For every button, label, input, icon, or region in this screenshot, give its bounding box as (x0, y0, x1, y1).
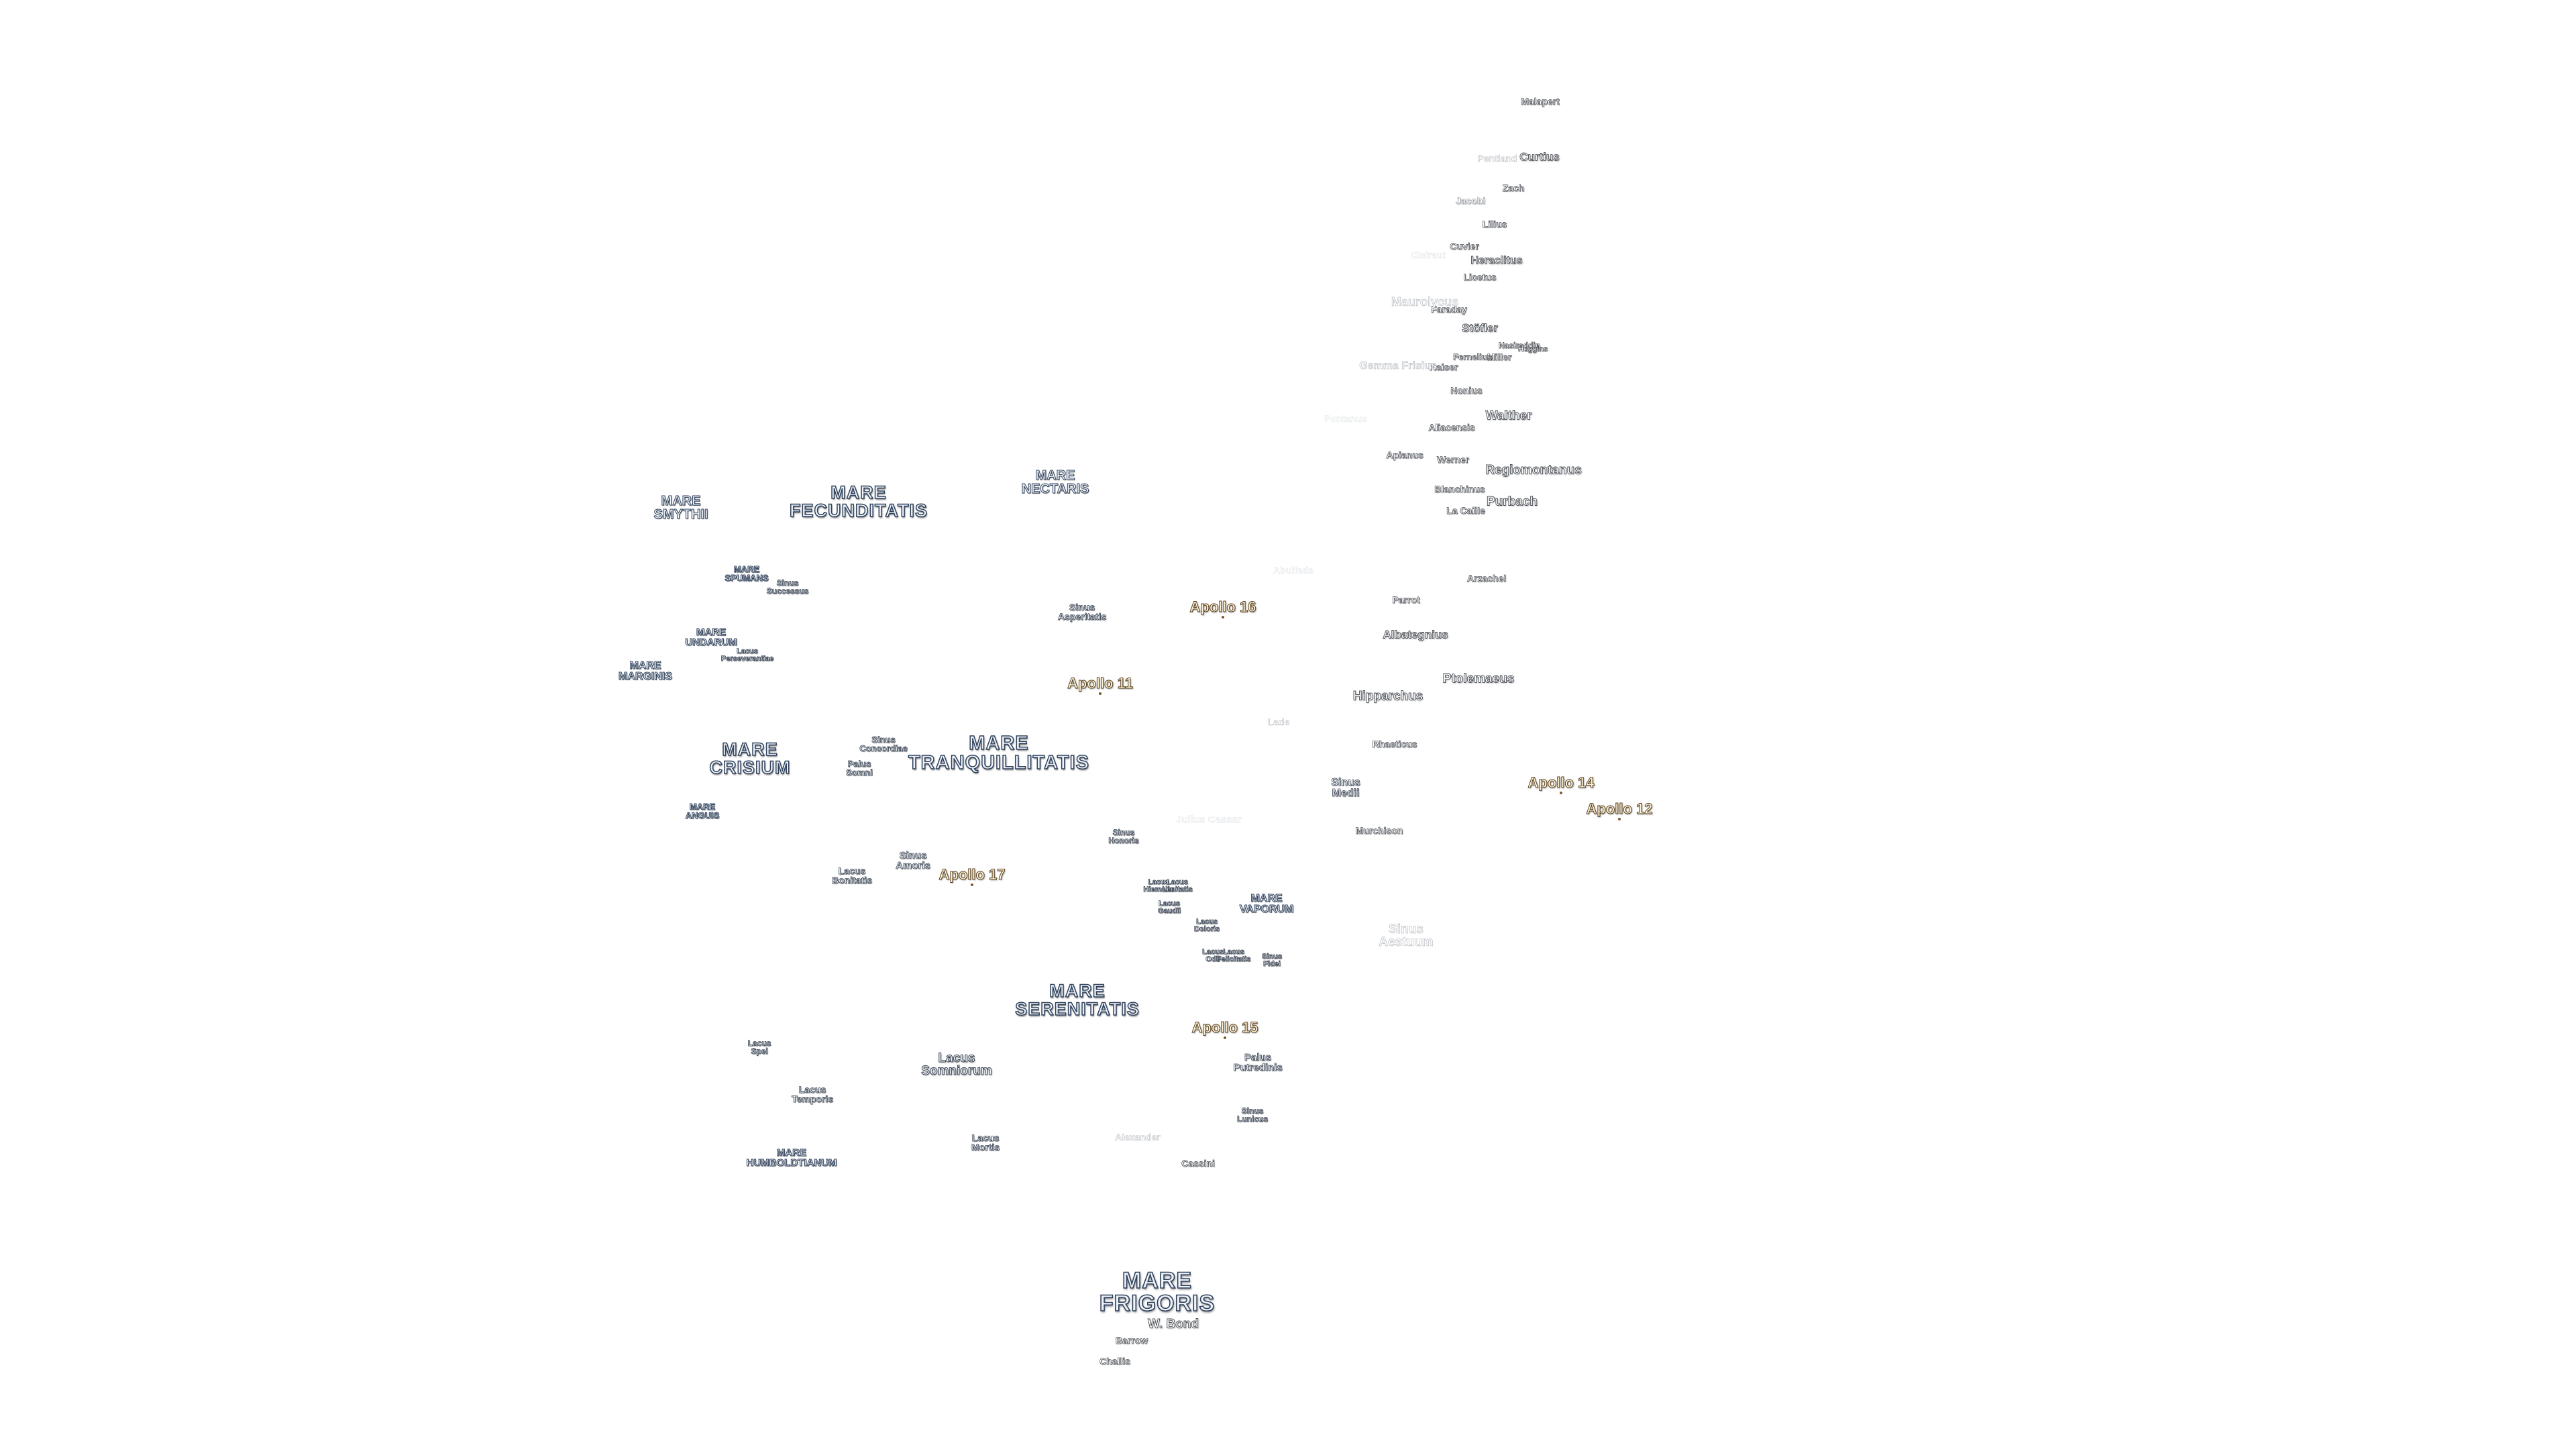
label-lacus-odii[interactable]: Lacus Odii (1202, 948, 1224, 963)
label-maurolycus[interactable]: Maurolycus (1391, 295, 1459, 309)
label-huggins[interactable]: Huggins (1518, 345, 1548, 354)
label-mare-anguis[interactable]: MARE ANGUIS (685, 802, 720, 820)
label-lacus-hiemalis[interactable]: Lacus Hiemalis (1143, 878, 1174, 894)
label-sinus-aestuum[interactable]: Sinus Aestuum (1379, 922, 1434, 949)
apollo-17-marker[interactable] (971, 883, 973, 886)
label-miller[interactable]: Miller (1487, 352, 1512, 362)
label-rhaeticus[interactable]: Rhaeticus (1372, 739, 1417, 749)
label-mare-tranquillitatis[interactable]: MARE TRANQUILLITATIS (908, 733, 1090, 773)
label-stofler[interactable]: Stöfler (1462, 321, 1499, 335)
label-parrot[interactable]: Parrot (1392, 594, 1420, 605)
label-sinus-amoris[interactable]: Sinus Amoris (896, 850, 930, 871)
label-lacus-perseverantiae[interactable]: Lacus Perseverantiae (720, 647, 774, 663)
label-aliacensis[interactable]: Aliacensis (1428, 422, 1475, 433)
label-mare-spumans[interactable]: MARE SPUMANS (724, 564, 769, 583)
label-lacus-bonitatis[interactable]: Lacus Bonitatis (832, 865, 873, 885)
label-apollo-16[interactable]: Apollo 16 (1189, 598, 1256, 615)
label-mare-serenitatis[interactable]: MARE SERENITATIS (1014, 981, 1140, 1019)
label-curtius[interactable]: Curtius (1519, 150, 1560, 164)
label-lilius[interactable]: Lilius (1482, 219, 1507, 229)
label-mare-undarum[interactable]: MARE UNDARUM (685, 627, 737, 648)
label-jacobi[interactable]: Jacobi (1455, 195, 1486, 206)
label-nasireddin[interactable]: Nasireddin (1498, 341, 1541, 350)
label-sinus-asperitatis[interactable]: Sinus Asperitatis (1057, 602, 1107, 622)
label-faraday[interactable]: Faraday (1431, 304, 1467, 315)
label-pentland[interactable]: Pentland (1477, 153, 1517, 164)
label-blanchinus[interactable]: Blanchinus (1434, 484, 1485, 494)
label-apollo-15[interactable]: Apollo 15 (1191, 1019, 1258, 1036)
label-apollo-12[interactable]: Apollo 12 (1586, 800, 1653, 817)
label-lacus-lenitatis[interactable]: Lacus Lenitatis (1162, 878, 1193, 894)
label-apollo-14[interactable]: Apollo 14 (1527, 774, 1595, 791)
label-walther[interactable]: Walther (1485, 409, 1532, 423)
label-heraclitus[interactable]: Heraclitus (1470, 255, 1523, 266)
label-purbach[interactable]: Purbach (1486, 494, 1538, 509)
label-lacus-somniorum[interactable]: Lacus Somniorum (921, 1051, 993, 1078)
label-lade[interactable]: Lade (1267, 716, 1290, 727)
label-apollo-17[interactable]: Apollo 17 (938, 866, 1006, 883)
label-mare-fecunditatis[interactable]: MARE FECUNDITATIS (789, 482, 928, 521)
label-hipparchus[interactable]: Hipparchus (1352, 689, 1424, 704)
label-mare-marginis[interactable]: MARE MARGINIS (619, 660, 673, 682)
label-sinus-successus[interactable]: Sinus Successus (766, 578, 809, 596)
label-zach[interactable]: Zach (1502, 182, 1525, 193)
label-ptolemaeus[interactable]: Ptolemaeus (1442, 672, 1515, 686)
label-malapert[interactable]: Malapert (1521, 96, 1560, 107)
label-sinus-concordiae[interactable]: Sinus Concordiae (859, 735, 908, 753)
label-palus-putredinis[interactable]: Palus Putredinis (1233, 1052, 1283, 1073)
label-alexander[interactable]: Alexander (1115, 1132, 1161, 1142)
label-lacus-spei[interactable]: Lacus Spei (747, 1038, 771, 1056)
label-palus-somni[interactable]: Palus Somni (846, 759, 873, 777)
label-mare-frigoris[interactable]: MARE FRIGORIS (1099, 1268, 1216, 1316)
label-la-caille[interactable]: La Caille (1446, 505, 1485, 516)
label-challis[interactable]: Challis (1099, 1356, 1131, 1366)
label-cassini[interactable]: Cassini (1181, 1158, 1216, 1169)
label-sinus-fidei[interactable]: Sinus Fidei (1262, 953, 1283, 968)
label-fernelius[interactable]: Fernelius (1453, 352, 1492, 362)
apollo-16-marker[interactable] (1222, 616, 1224, 619)
label-regiomontanus[interactable]: Regiomontanus (1485, 463, 1582, 478)
label-lacus-mortis[interactable]: Lacus Mortis (971, 1132, 1000, 1152)
apollo-14-marker[interactable] (1560, 792, 1562, 794)
apollo-15-marker[interactable] (1224, 1036, 1226, 1039)
label-sinus-honoris[interactable]: Sinus Honoris (1108, 828, 1139, 845)
label-mare-nectaris[interactable]: MARE NECTARIS (1021, 468, 1089, 496)
label-apollo-11[interactable]: Apollo 11 (1067, 675, 1134, 692)
label-w-bond[interactable]: W. Bond (1148, 1317, 1199, 1332)
label-werner[interactable]: Werner (1437, 454, 1470, 465)
label-gemma-frisius[interactable]: Gemma Frisius (1359, 360, 1437, 372)
label-lacus-temporis[interactable]: Lacus Temporis (792, 1084, 834, 1104)
label-murchison[interactable]: Murchison (1355, 825, 1403, 836)
label-sinus-lunicus[interactable]: Sinus Lunicus (1236, 1106, 1269, 1124)
label-apianus[interactable]: Apianus (1386, 449, 1424, 460)
label-cuvier[interactable]: Cuvier (1450, 241, 1479, 252)
label-nonius[interactable]: Nonius (1450, 385, 1483, 396)
label-sinus-medii[interactable]: Sinus Medii (1331, 777, 1360, 799)
label-abulfeda[interactable]: Abulfeda (1273, 565, 1313, 576)
label-lacus-felicitatis[interactable]: Lacus Felicitatis (1216, 948, 1251, 963)
label-albategnius[interactable]: Albategnius (1383, 628, 1448, 641)
apollo-11-marker[interactable] (1099, 692, 1102, 695)
label-arzachel[interactable]: Arzachel (1466, 573, 1507, 584)
label-lacus-gaudii[interactable]: Lacus Gaudii (1157, 900, 1181, 915)
label-kaiser[interactable]: Kaiser (1429, 362, 1458, 372)
label-mare-crisium[interactable]: MARE CRISIUM (709, 739, 791, 777)
label-clairaut[interactable]: Clairaut (1410, 250, 1446, 260)
label-licetus[interactable]: Licetus (1463, 272, 1497, 282)
apollo-12-marker[interactable] (1618, 818, 1621, 820)
label-lacus-doloris[interactable]: Lacus Doloris (1194, 918, 1220, 933)
label-mare-smythii[interactable]: MARE SMYTHII (653, 494, 708, 522)
label-mare-vaporum[interactable]: MARE VAPORUM (1239, 893, 1294, 915)
label-julius-caesar[interactable]: Julius Caesar (1176, 814, 1242, 826)
label-pontanus[interactable]: Pontanus (1324, 413, 1367, 424)
label-mare-humboldtianum[interactable]: MARE HUMBOLDTIANUM (746, 1147, 837, 1169)
label-barrow[interactable]: Barrow (1115, 1335, 1148, 1346)
